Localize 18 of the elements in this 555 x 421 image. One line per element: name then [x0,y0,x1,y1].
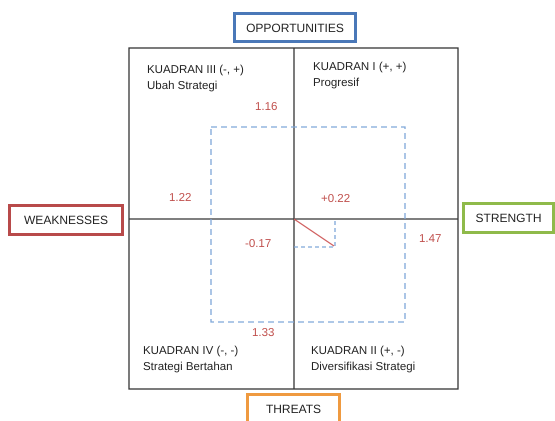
quadrant-label: KUADRAN I (+, +) [313,61,406,73]
swot-label-box: THREATS [246,393,341,421]
score-value: 1.22 [169,192,192,204]
score-value: +0.22 [321,193,350,205]
swot-label-box: WEAKNESSES [8,204,124,236]
quadrant-label: KUADRAN IV (-, -) [143,345,238,357]
quadrant-label: KUADRAN II (+, -) [311,345,405,357]
swot-label-box: STRENGTH [462,202,555,234]
score-value: 1.16 [255,101,278,113]
quadrant-label: Strategi Bertahan [143,361,233,373]
score-value: 1.47 [419,233,442,245]
swot-label-box: OPPORTUNITIES [233,12,357,43]
score-value: 1.33 [252,327,274,339]
quadrant-label: Diversifikasi Strategi [311,361,416,373]
quadrant-label: Progresif [313,77,360,89]
quadrant-label: Ubah Strategi [147,80,218,92]
quadrant-label: KUADRAN III (-, +) [147,64,244,76]
score-value: -0.17 [245,238,272,250]
